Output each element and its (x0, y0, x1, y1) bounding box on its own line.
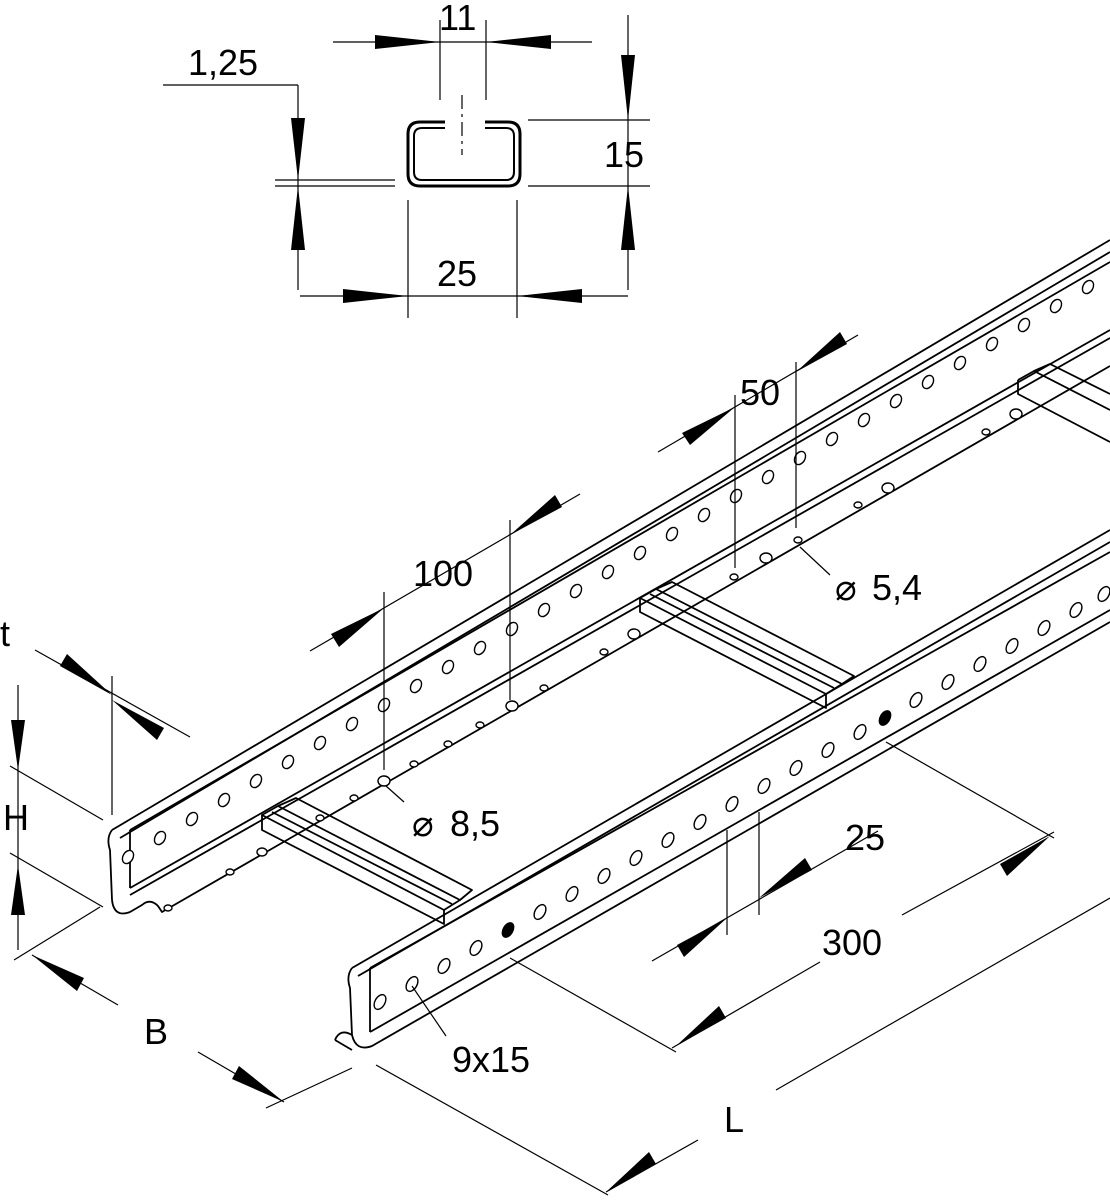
label-length: L (724, 1099, 744, 1140)
label-profile-thickness: 1,25 (188, 42, 258, 83)
front-rail-slots (373, 585, 1110, 1011)
label-profile-inner-width: 11 (439, 0, 476, 38)
label-profile-width: 25 (437, 253, 477, 294)
label-hole-pitch-large: 100 (413, 553, 473, 594)
arrow-15-up (621, 186, 635, 250)
arrow-11-left (375, 35, 440, 49)
back-side-rail (107, 239, 1110, 915)
dim-sheet-thickness: t (0, 613, 191, 815)
label-hole-diameter-large: 8,5 (450, 803, 500, 844)
arrow-125-down (291, 118, 305, 180)
dim-slot-size: 9x15 (411, 985, 530, 1080)
dim-width: B (13, 906, 353, 1109)
arrow-25p-left (343, 289, 408, 303)
label-hole-pitch-small: 50 (740, 372, 780, 413)
ladder-body (107, 239, 1110, 1051)
dim-hole-pitch-50: 50 (657, 332, 859, 568)
label-height: H (3, 797, 29, 838)
rung-2 (639, 581, 855, 709)
arrow-125-up (291, 186, 305, 250)
c-profile-outer (406, 120, 522, 188)
diameter-symbol-2: ⌀ (412, 803, 434, 844)
dim-hole-pitch-100: 100 (309, 493, 581, 770)
dim-hole-diameter-small: ⌀ 5,4 (799, 546, 922, 608)
back-rail-round-holes (163, 408, 1023, 912)
arrow-25p-right (517, 289, 582, 303)
label-slot-size: 9x15 (452, 1039, 530, 1080)
label-width: B (144, 1011, 168, 1052)
label-rung-width: 25 (845, 817, 885, 858)
profile-cross-section: 11 1,25 15 25 (163, 0, 650, 318)
arrow-11-right (486, 35, 551, 49)
dim-rung-width: 25 (651, 812, 885, 962)
front-side-rail (334, 529, 1110, 1051)
back-rail-slots (121, 279, 1095, 865)
arrow-15-down (621, 55, 635, 120)
dim-height: H (3, 685, 104, 950)
dim-hole-diameter-large: ⌀ 8,5 (385, 785, 500, 844)
diameter-symbol-1: ⌀ (835, 567, 857, 608)
label-sheet-thickness: t (0, 613, 10, 654)
label-rung-pitch: 300 (822, 922, 882, 963)
rung-1 (261, 797, 473, 925)
label-profile-height: 15 (604, 134, 644, 175)
dim-rung-pitch: 300 (509, 741, 1055, 1053)
dim-length: L (375, 897, 1110, 1196)
c-profile-inner (413, 127, 515, 181)
label-hole-diameter-small: 5,4 (872, 567, 922, 608)
rung-3 (1017, 363, 1110, 443)
